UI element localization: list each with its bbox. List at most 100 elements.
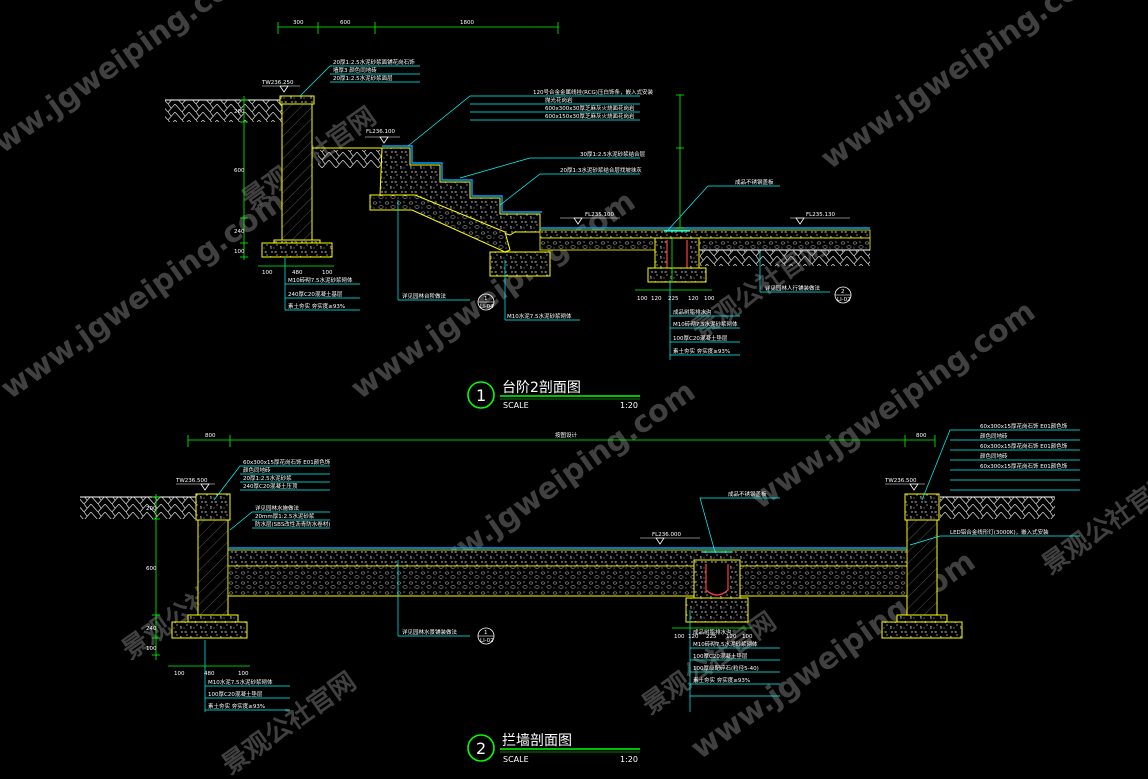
note-text: 600x300x30厚芝麻灰火烧面花岗岩 [545,104,635,112]
dimension-label: 100 [262,270,273,276]
note-text: 100厚级配碎石(粒径5-40) [693,664,759,672]
detail-ref-number: 2 [841,289,845,295]
elevation-label: FL235.100 [585,212,614,218]
note-text: M10水泥7.5水泥砂浆砌体 [507,312,572,320]
watermark-text: www.jgweiping.com [0,184,292,407]
dimension-label: 100 [322,270,333,276]
section-number: 2 [476,739,486,758]
note-text: M10水泥7.5水泥砂浆砌体 [208,678,273,686]
elevation-label: TW236.500 [884,478,917,484]
note-text: 详见园林水景铺装做法 [402,628,458,636]
note-text: 详见园林台阶做法 [402,292,447,300]
note-text: 抛光花岗岩 [545,96,573,104]
section-number: 1 [476,386,486,405]
note-text: M10砖砌7.5水泥砂浆砌体 [673,320,738,328]
watermark-text: www.jgweiping.com [0,0,262,177]
detail-ref-sheet: LI-02 [837,297,851,303]
elevation-label: TW236.250 [261,80,294,86]
section-2-title-block: 2 拦墙剖面图 SCALE 1:20 [467,733,640,764]
section-2-side-dimension [152,494,160,660]
note-text: 素土夯实 夯实度≥93% [673,347,730,355]
left-wall [171,493,248,639]
dimension-label: 240 [234,229,245,235]
note-text: 20厚1:2.5水泥砂浆 [243,474,292,482]
retaining-wall [261,95,400,258]
dimension-label: 100 [674,634,685,640]
dimension-label: 200 [234,109,245,115]
detail-ref-number: 1 [484,630,488,636]
elevation-mark: FL235.130 [790,212,850,225]
note-text: 成品树脂排水沟 [693,628,732,636]
note-text: 20厚1:3水泥砂浆结合层找坡抹灰 [560,166,642,174]
dimension-label: 480 [292,270,303,276]
earth-hatch [318,150,398,168]
leader-lines [284,65,830,360]
note-text: 30厚1:2.5水泥砂浆结合层 [580,150,646,158]
note-text: 素土夯实 夯实度≥93% [288,302,345,310]
dimension-label: 600 [146,566,157,572]
elevation-label: TW236.500 [175,478,208,484]
elevation-mark: FL236.100 [365,129,400,144]
note-text: 240厚C20混凝土压顶 [243,482,298,490]
detail-reference: 1 LI-04 [477,293,495,311]
section-1-top-dimension [277,22,559,34]
watermark-brand: 景观公社官网 [1036,466,1148,581]
dimension-label: 100 [234,249,245,255]
dimension-label: 1800 [460,20,474,26]
dimension-label: 100 [637,296,648,302]
stair-flight [369,145,551,277]
note-text: 成品树脂排水沟 [673,308,712,316]
section-1-right-dimension [671,94,684,282]
right-wall [881,493,963,639]
section-1-bottom-dimension [258,265,712,291]
section-2-bottom-dimension [168,627,752,667]
dimension-label: 225 [668,296,679,302]
dimension-label: 100 [704,296,715,302]
note-text: 100厚C20混凝土垫层 [673,334,728,342]
detail-reference: 2 LI-02 [834,286,852,304]
note-text: 60x300x15厚花岗石饰 E01颜色饰 [243,458,331,466]
section-1-notes: 20厚1:2.5水泥砂浆面铺花岗石饰 墙厚3 颜色同地砖 20厚1:2.5水泥砂… [288,58,821,355]
note-text: 100厚C20混凝土垫层 [208,690,263,698]
elevation-mark: TW236.250 [261,80,300,93]
note-text: 20mm厚1:2.5水泥砂浆 [255,512,315,520]
note-text: 颜色同地砖 [980,432,1008,440]
note-text: LED铝合金线形灯(3000K)，嵌入式安装 [950,528,1049,536]
note-text: M10砖砌7.5水泥砂浆砌体 [288,276,353,284]
section-title: 台阶2剖面图 [502,380,581,396]
elevation-label: FL236.100 [366,129,395,135]
section-2-drawing: 800 按图设计 800 [80,422,1080,712]
note-text: 20厚1:2.5水泥砂浆面铺花岗石饰 [333,58,415,66]
note-text: M10砖砌7.5水泥砂浆砌体 [693,640,758,648]
note-text: 60x300x15厚花岗石饰 E01颜色饰 [980,422,1068,430]
note-text: 600x150x30厚芝麻灰火烧面花岗岩 [545,112,635,120]
elevation-mark: TW236.500 [175,478,215,491]
dimension-label: 600 [340,20,351,26]
dimension-label: 480 [204,671,215,677]
section-number-circle [467,734,495,762]
dimension-label: 800 [916,433,927,439]
dimension-label: 200 [146,506,157,512]
dimension-label: 120 [688,634,699,640]
detail-reference: 1 LI-02 [477,627,495,645]
note-text: 详见园林人行铺装做法 [765,284,821,292]
dimension-label: 120 [651,296,662,302]
pavement [539,227,871,266]
note-text: 墙厚3 颜色同地砖 [333,66,377,74]
scale-label: SCALE [503,401,529,410]
elevation-mark: FL236.000 [640,532,700,545]
note-text: 成品不锈钢盖板 [728,490,767,498]
note-text: 素土夯实 夯实度≥93% [208,702,265,710]
detail-ref-sheet: LI-04 [480,304,494,310]
note-text: 颜色同地砖 [243,466,271,474]
note-text: 240厚C20混凝土基层 [288,290,343,298]
note-text: 60x300x15厚花岗石饰 E01颜色饰 [980,442,1068,450]
section-1-title-block: 1 台阶2剖面图 SCALE 1:20 [467,380,640,410]
scale-label: SCALE [503,755,529,764]
section-2-notes: 60x300x15厚花岗石饰 E01颜色饰 颜色同地砖 20厚1:2.5水泥砂浆… [208,422,1068,710]
dimension-label: 300 [293,20,304,26]
drain-channel [685,551,749,623]
drain-channel [647,230,707,283]
basin-slab [227,547,908,597]
